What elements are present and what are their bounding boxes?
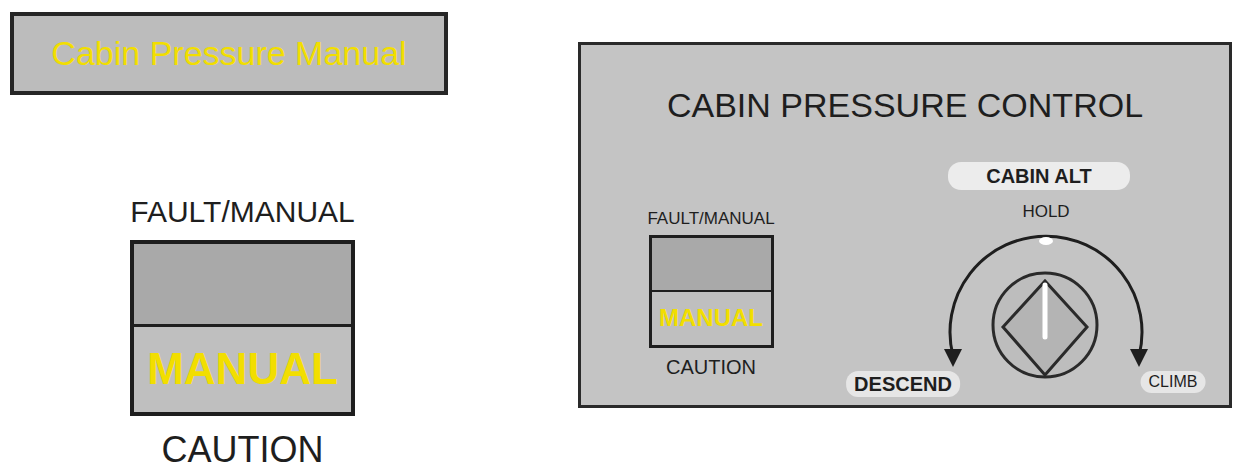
selector-title: CABIN ALT (948, 162, 1130, 190)
button-caption: CAUTION (162, 430, 324, 470)
knob-circle (993, 273, 1097, 377)
button-caption: CAUTION (666, 356, 756, 378)
direction-label: CLIMB (1141, 371, 1206, 393)
annunciator-text: Cabin Pressure Manual (51, 35, 406, 72)
manual-segment: MANUAL (134, 327, 351, 412)
lit-legend: MANUAL (147, 345, 338, 393)
control-panel: CABIN PRESSURE CONTROL FAULT/MANUAL MANUAL… (578, 42, 1232, 408)
position-label: HOLD (1022, 203, 1069, 222)
fault-segment (134, 244, 351, 327)
annunciator-plate: Cabin Pressure Manual (10, 12, 448, 95)
pill-text: CABIN ALT (986, 165, 1092, 187)
rotation-arc (950, 236, 1142, 356)
button-heading: FAULT/MANUAL (130, 195, 355, 228)
direction-label: DESCEND (846, 371, 960, 397)
knob-pointer (1043, 285, 1048, 337)
panel-title: CABIN PRESSURE CONTROL (667, 87, 1143, 124)
fault-segment (652, 238, 771, 292)
fault-manual-button: FAULT/MANUAL MANUAL CAUTION (115, 195, 370, 470)
button-body: MANUAL (649, 235, 774, 348)
fault-manual-button: FAULT/MANUAL MANUAL CAUTION (639, 210, 783, 378)
knob-diamond (1003, 281, 1087, 375)
hold-dot (1039, 237, 1053, 245)
lit-legend: MANUAL (659, 305, 763, 331)
manual-segment: MANUAL (652, 292, 771, 345)
button-body: MANUAL (130, 240, 355, 416)
button-heading: FAULT/MANUAL (647, 210, 774, 229)
arrow-head (944, 349, 962, 367)
arrow-head (1130, 349, 1148, 367)
